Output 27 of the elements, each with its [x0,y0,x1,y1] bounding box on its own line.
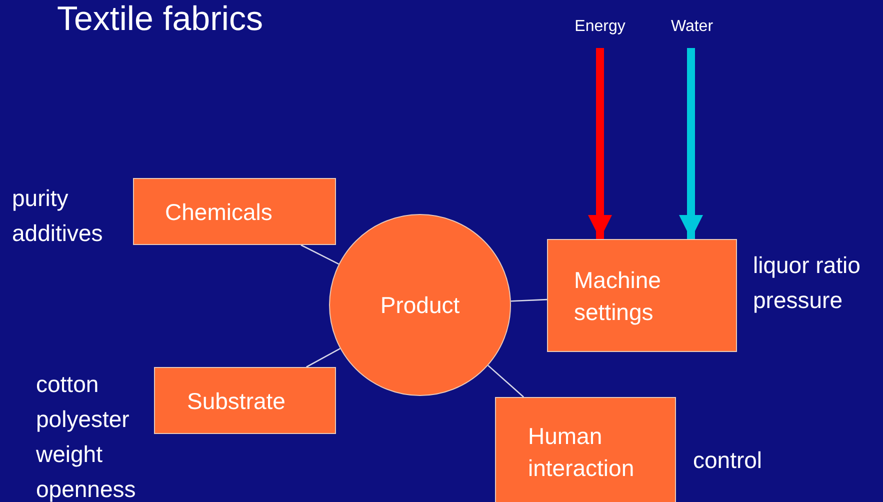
attribute-text: cotton [36,370,100,399]
node-text: Substrate [187,386,286,416]
connector-line [300,244,340,265]
factor-box [495,397,676,502]
node-text: Human interaction [528,422,636,483]
attribute-text: pressure [753,286,844,315]
factor-box [154,367,336,434]
attribute-text: openness [36,475,136,502]
attribute-text: purity [12,184,70,213]
attribute-text: liquor ratio [753,251,860,280]
connector-line [510,298,548,302]
attribute-text: control [693,446,762,475]
arrow [679,48,703,239]
factor-box [547,239,737,352]
attribute-text: weight [36,440,104,469]
title: Textile fabrics [57,0,263,39]
factor-box [133,178,336,245]
node-label: Water [650,10,734,44]
connector-line [488,364,524,398]
arrow [588,48,612,239]
node-label: Energy [552,10,648,44]
node-text: Product [380,291,460,320]
connector-line [306,348,340,368]
attribute-text: polyester [36,405,130,434]
node-text: Machine settings [574,266,662,327]
attribute-text: additives [12,219,103,248]
node-text: Chemicals [165,198,272,226]
